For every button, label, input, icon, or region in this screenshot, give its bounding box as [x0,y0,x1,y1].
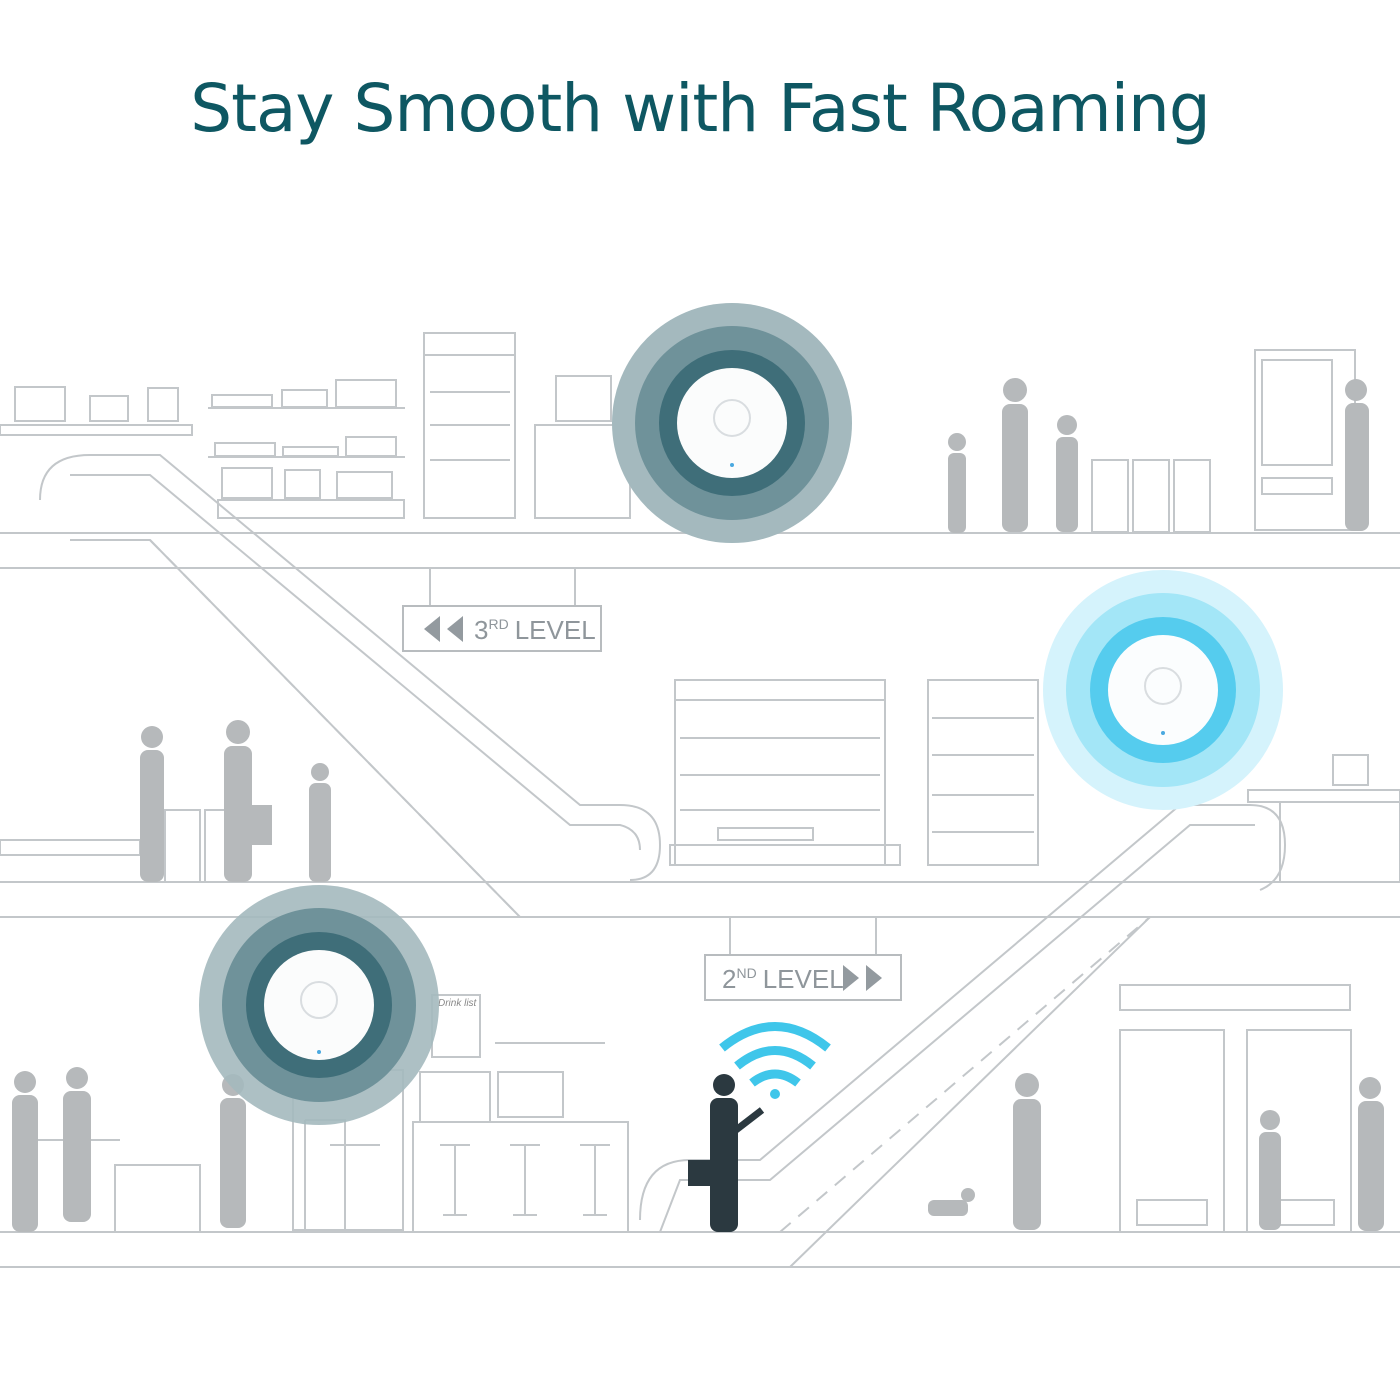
double-right-arrow-icon [843,965,859,991]
person-figure [224,720,272,882]
sign-label: LEVEL [515,615,596,645]
fresh-food-case [669,679,901,866]
access-point-ground-floor [199,885,439,1125]
person-figure [948,433,966,533]
wifi-signal-icon [719,1022,831,1099]
double-left-arrow-icon [424,616,440,642]
camera-display-case [423,332,516,519]
escalator-lower [639,804,1287,1268]
person-figure [1358,1077,1384,1231]
shopper-figures [12,378,1384,1232]
drink-list-title: Drink list [438,998,478,1009]
person-figure [1002,378,1028,532]
second-floor-slab [0,881,1400,918]
reception-desk [30,1139,201,1233]
sign-suffix: ND [736,965,756,981]
restrooms [1119,984,1352,1233]
person-figure [1013,1073,1041,1230]
escalator-upper [39,454,662,918]
person-figure [140,726,164,882]
info-counter [1247,754,1400,883]
person-figure [1345,379,1369,531]
ground-floor-slab [0,1231,1400,1268]
person-figure [12,1071,38,1232]
person-figure [63,1067,91,1222]
person-figure [309,763,331,882]
vending-machine [1254,349,1356,531]
sign-ordinal: 2 [722,964,736,994]
sign-suffix: RD [488,616,508,632]
access-point-third-floor [612,303,852,543]
user-with-phone [688,1074,765,1232]
dog-figure [928,1188,975,1216]
electronics-counter [0,379,405,519]
person-figure [1056,415,1078,532]
headline: Stay Smooth with Fast Roaming [190,70,1211,147]
bench-left [0,809,241,883]
sign-ordinal: 3 [474,615,488,645]
person-figure [1259,1110,1281,1230]
second-level-sign: 2ND LEVEL [704,954,902,1001]
sign-label: LEVEL [763,964,844,994]
access-point-second-floor-active [1043,570,1283,810]
trash-bins [1091,459,1211,533]
grocery-shelf [927,679,1039,866]
bar-stools [440,1144,610,1216]
third-level-sign: 3RD LEVEL [402,605,602,652]
